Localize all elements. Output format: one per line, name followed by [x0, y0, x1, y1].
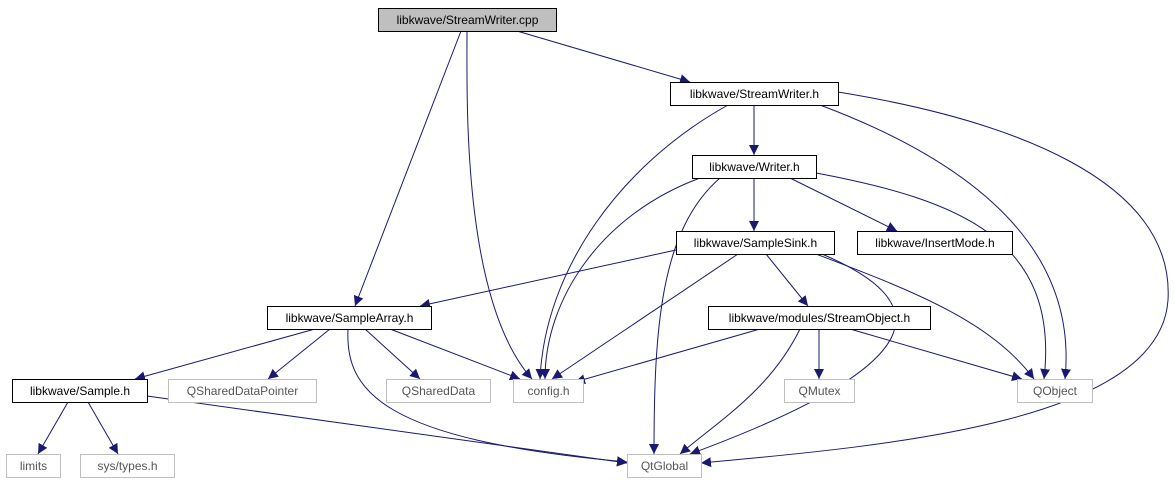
node-label: libkwave/StreamWriter.h — [690, 87, 819, 101]
node-label: QtGlobal — [641, 459, 688, 473]
node-label: QSharedDataPointer — [187, 384, 298, 398]
node-box — [857, 231, 1013, 255]
node-box — [168, 379, 317, 403]
node-label: libkwave/Sample.h — [30, 384, 130, 398]
edge-streamwriter_cpp-to-samplearray_h — [353, 30, 462, 307]
edges — [37, 30, 1169, 468]
node-qobject: QObject — [1017, 379, 1093, 403]
edge-samplearray_h-to-qshareddatapointer — [267, 328, 331, 380]
node-label: QSharedData — [402, 384, 476, 398]
node-qmutex: QMutex — [784, 379, 855, 403]
edge-samplesink_h-to-samplearray_h — [419, 249, 677, 309]
node-label: libkwave/StreamWriter.cpp — [397, 13, 539, 27]
node-box — [676, 231, 835, 255]
node-label: QMutex — [798, 384, 840, 398]
edge-writer_h-to-insertmode_h — [789, 177, 898, 232]
edge-samplearray_h-to-sample_h — [134, 328, 316, 382]
node-box — [670, 82, 839, 106]
edge-samplesink_h-to-streamobject_h — [765, 253, 809, 307]
nodes: libkwave/StreamWriter.cpp libkwave/Stream… — [6, 8, 1093, 478]
node-box — [386, 379, 491, 403]
node-box — [12, 379, 148, 403]
node-box — [80, 454, 175, 478]
node-label: sys/types.h — [97, 459, 157, 473]
edge-samplesink_h-to-qobject — [815, 253, 1035, 380]
edge-sample_h-to-limits — [37, 401, 69, 455]
edge-streamobject_h-to-qtglobal — [679, 328, 801, 455]
edge-streamobject_h-to-qobject — [849, 328, 1023, 382]
node-sample_h[interactable]: libkwave/Sample.h — [12, 379, 148, 403]
edge-streamwriter_cpp-to-config_h — [466, 30, 533, 380]
node-config_h: config.h — [513, 379, 584, 403]
node-box — [1017, 379, 1093, 403]
edge-samplearray_h-to-config_h — [389, 328, 521, 381]
edge-writer_h-to-config_h — [540, 177, 701, 380]
node-qtglobal: QtGlobal — [627, 454, 702, 478]
node-label: libkwave/InsertMode.h — [875, 236, 994, 250]
edge-sample_h-to-qtglobal — [146, 395, 628, 467]
node-label: libkwave/SampleArray.h — [286, 311, 414, 325]
node-qshareddatapointer: QSharedDataPointer — [168, 379, 317, 403]
node-box — [692, 155, 817, 179]
edge-samplearray_h-to-qtglobal — [347, 328, 628, 467]
node-label: QObject — [1033, 384, 1078, 398]
node-insertmode_h[interactable]: libkwave/InsertMode.h — [857, 231, 1013, 255]
node-samplesink_h[interactable]: libkwave/SampleSink.h — [676, 231, 835, 255]
edge-streamwriter_cpp-to-streamwriter_h — [516, 30, 691, 84]
node-sys_types_h: sys/types.h — [80, 454, 175, 478]
node-label: libkwave/Writer.h — [709, 160, 799, 174]
node-streamobject_h[interactable]: libkwave/modules/StreamObject.h — [708, 306, 931, 330]
node-box — [627, 454, 702, 478]
node-box — [267, 306, 432, 330]
node-samplearray_h[interactable]: libkwave/SampleArray.h — [267, 306, 432, 330]
node-box — [6, 454, 61, 478]
node-box — [784, 379, 855, 403]
edge-streamwriter_h-to-qobject — [819, 104, 1071, 380]
edge-streamwriter_h-to-config_h — [535, 104, 729, 380]
node-box — [513, 379, 584, 403]
node-streamwriter_h[interactable]: libkwave/StreamWriter.h — [670, 82, 839, 106]
node-box — [708, 306, 931, 330]
node-label: libkwave/modules/StreamObject.h — [729, 311, 910, 325]
edge-writer_h-to-qobject — [815, 172, 1051, 380]
edge-samplesink_h-to-qtglobal — [689, 253, 897, 456]
edge-streamwriter_h-to-qtglobal — [700, 91, 1169, 468]
node-box — [378, 8, 557, 32]
node-qshareddata: QSharedData — [386, 379, 491, 403]
edge-samplearray_h-to-qshareddata — [364, 328, 421, 380]
node-label: config.h — [527, 384, 569, 398]
edge-writer_h-to-qtglobal — [649, 177, 721, 455]
edge-sample_h-to-sys_types_h — [87, 401, 119, 455]
edge-samplesink_h-to-config_h — [551, 253, 739, 380]
node-limits: limits — [6, 454, 61, 478]
node-streamwriter_cpp[interactable]: libkwave/StreamWriter.cpp — [378, 8, 557, 32]
node-label: libkwave/SampleSink.h — [694, 236, 817, 250]
node-label: limits — [20, 459, 47, 473]
edge-streamobject_h-to-config_h — [574, 328, 761, 385]
node-writer_h[interactable]: libkwave/Writer.h — [692, 155, 817, 179]
